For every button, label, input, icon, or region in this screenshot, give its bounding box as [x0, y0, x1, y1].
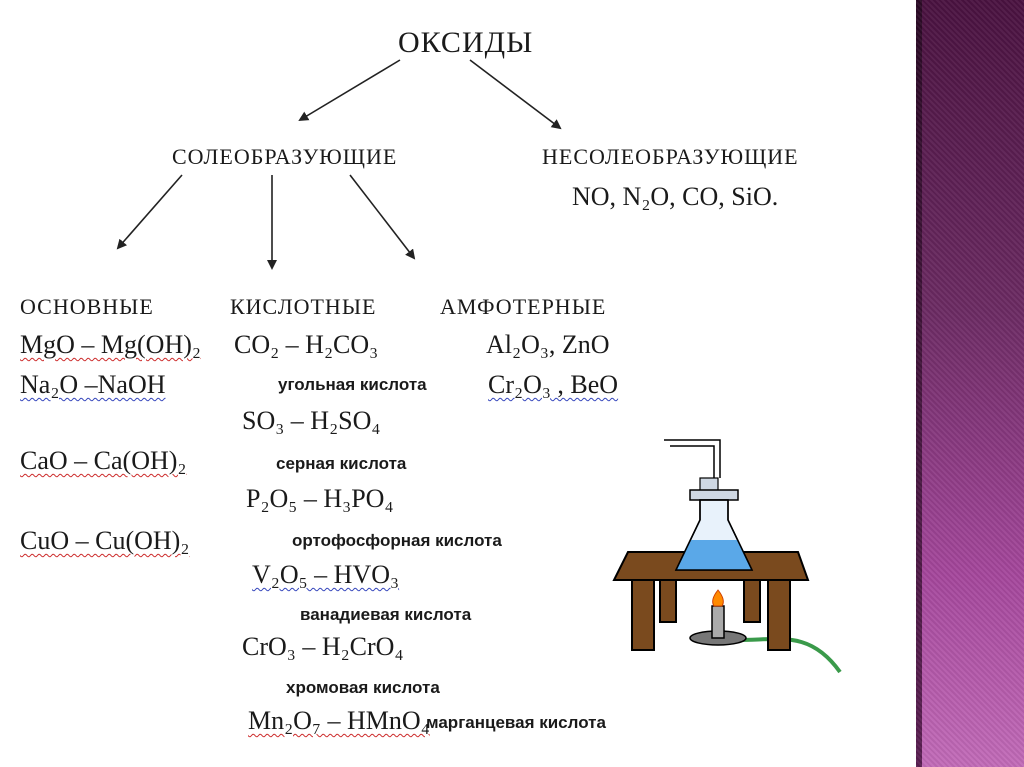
sidebar-texture: [916, 0, 1024, 767]
acid-name: ванадиевая кислота: [300, 605, 472, 624]
arrow-to-amphoteric: [349, 174, 416, 260]
non-salt-forming-label: НЕСОЛЕОБРАЗУЮЩИЕ: [542, 144, 799, 169]
non-salt-forming-examples: NO, N₂O, CO, SiO.: [572, 182, 779, 211]
acidic-label: КИСЛОТНЫЕ: [230, 294, 377, 319]
amphoteric-item: Al₂O₃, ZnO: [486, 330, 610, 359]
basic-item: MgO – Mg(OH)₂: [20, 330, 201, 359]
arrow-to-basic: [116, 174, 183, 250]
acidic-formula: SO₃ – H₂SO₄: [242, 406, 381, 435]
acid-name: угольная кислота: [278, 375, 427, 394]
flame-icon: [712, 589, 724, 607]
basic-label: ОСНОВНЫЕ: [20, 294, 154, 319]
flask-icon: [664, 439, 754, 571]
amphoteric-label: АМФОТЕРНЫЕ: [440, 294, 607, 319]
basic-item: Na₂O –NaOH: [20, 370, 166, 399]
acidic-formula: CO₂ – H₂CO₃: [234, 330, 379, 359]
acid-name: серная кислота: [276, 454, 407, 473]
arrow-to-non-salt-forming: [469, 59, 562, 130]
acid-name: марганцевая кислота: [426, 713, 606, 732]
acid-name: хромовая кислота: [286, 678, 440, 697]
acidic-formula: CrO₃ – H₂CrO₄: [242, 632, 404, 661]
tube-icon: [737, 636, 842, 674]
acidic-formula: V₂O₅ – HVO₃: [252, 560, 400, 589]
acidic-formula: Mn₂O₇ – HMnO₄: [248, 706, 430, 735]
arrows-layer: [116, 59, 562, 270]
diagram-title: ОКСИДЫ: [398, 26, 534, 59]
basic-item: CaO – Ca(OH)₂: [20, 446, 187, 475]
arrow-to-salt-forming: [298, 59, 401, 122]
amphoteric-item: Cr₂O₃ , BeO: [488, 370, 619, 399]
burner-icon: [689, 605, 747, 646]
decorative-sidebar: [916, 0, 1024, 767]
acidic-formula: P₂O₅ – H₃PO₄: [246, 484, 394, 513]
acid-name: ортофосфорная кислота: [292, 531, 502, 550]
lab-illustration: [612, 439, 842, 674]
salt-forming-label: СОЛЕОБРАЗУЮЩИЕ: [172, 144, 398, 169]
basic-item: CuO – Cu(OH)₂: [20, 526, 190, 555]
oxides-diagram: ОКСИДЫ СОЛЕОБРАЗУЮЩИЕ НЕСОЛЕОБРАЗУЮЩИЕ N…: [20, 26, 842, 735]
